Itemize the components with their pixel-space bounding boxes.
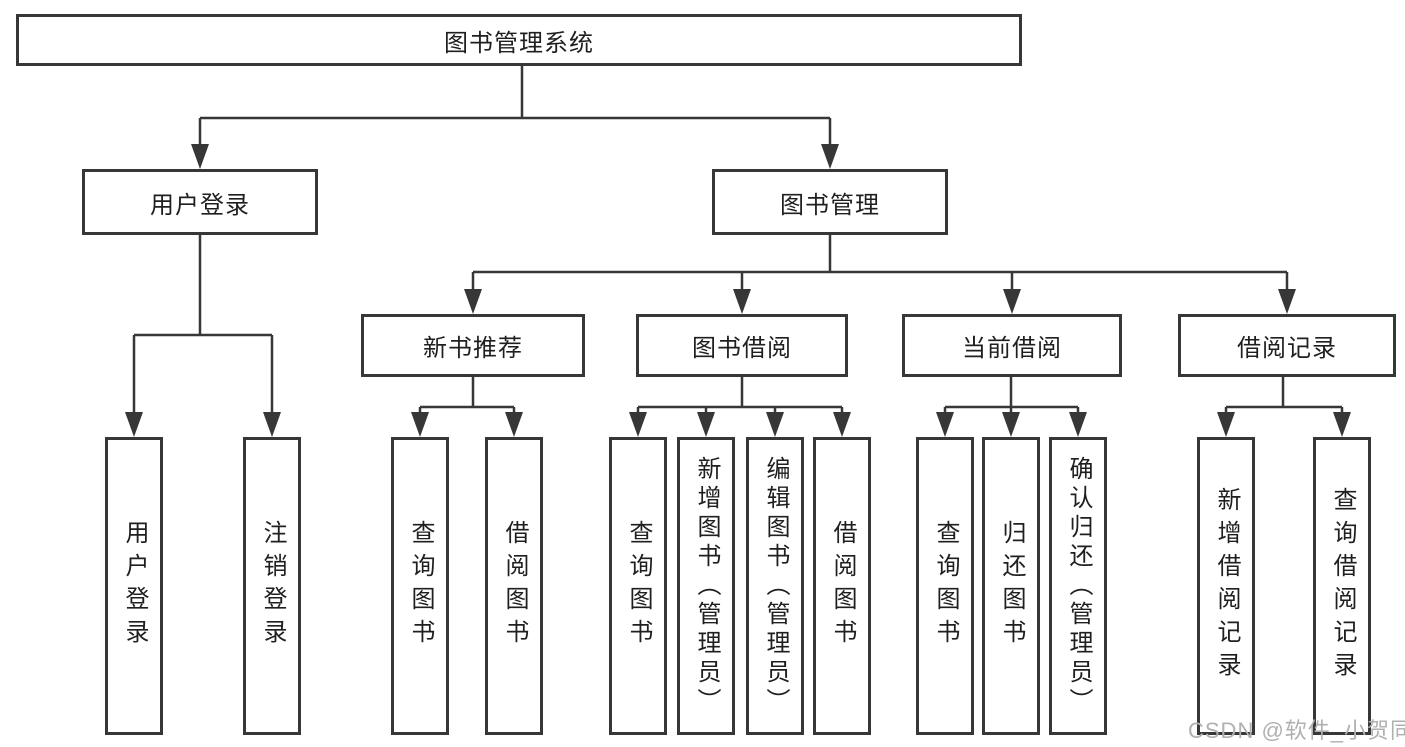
leaf-borrow-books-2: 借阅图书 (813, 437, 871, 735)
watermark: CSDN @软件_小贺同学 (1188, 718, 1405, 743)
arrow-down-icon (821, 144, 839, 169)
leaf-edit-book-admin-label: 编辑图书（管理员） (762, 455, 789, 717)
leaf-query-books-2: 查询图书 (609, 437, 667, 735)
leaf-confirm-return-admin: 确认归还（管理员） (1049, 437, 1107, 735)
leaf-add-book-admin-label: 新增图书（管理员） (693, 455, 720, 717)
arrow-down-icon (1003, 289, 1021, 314)
arrow-down-icon (191, 144, 209, 169)
arrow-down-icon (263, 412, 281, 437)
node-root-label: 图书管理系统 (444, 29, 594, 57)
leaf-query-books-1: 查询图书 (391, 437, 449, 735)
leaf-edit-book-admin: 编辑图书（管理员） (746, 437, 804, 735)
arrow-down-icon (766, 412, 784, 437)
node-book-borrow-label: 图书借阅 (692, 335, 792, 362)
node-root: 图书管理系统 (16, 14, 1022, 66)
leaf-logout: 注销登录 (243, 437, 301, 735)
arrow-down-icon (733, 289, 751, 314)
leaf-confirm-return-admin-label: 确认归还（管理员） (1065, 455, 1092, 717)
node-book-management-label: 图书管理 (780, 191, 880, 219)
arrow-down-icon (1002, 412, 1020, 437)
leaf-user-login: 用户登录 (105, 437, 163, 735)
leaf-add-borrow-record: 新增借阅记录 (1197, 437, 1255, 735)
leaf-add-borrow-record-label: 新增借阅记录 (1213, 487, 1240, 685)
arrow-down-icon (1278, 289, 1296, 314)
arrow-down-icon (697, 412, 715, 437)
node-user-login: 用户登录 (82, 169, 318, 235)
arrow-down-icon (464, 289, 482, 314)
node-book-management: 图书管理 (712, 169, 948, 235)
leaf-query-books-1-label: 查询图书 (407, 520, 434, 652)
leaf-logout-label: 注销登录 (259, 520, 286, 652)
node-current-borrow: 当前借阅 (902, 314, 1122, 377)
leaf-query-books-3-label: 查询图书 (932, 520, 959, 652)
leaf-user-login-label: 用户登录 (121, 520, 148, 652)
node-current-borrow-label: 当前借阅 (962, 335, 1062, 362)
leaf-add-book-admin: 新增图书（管理员） (677, 437, 735, 735)
leaf-borrow-books-2-label: 借阅图书 (829, 520, 856, 652)
leaf-return-books: 归还图书 (982, 437, 1040, 735)
arrow-down-icon (936, 412, 954, 437)
node-borrow-records: 借阅记录 (1178, 314, 1396, 377)
node-new-book-recommend: 新书推荐 (361, 314, 585, 377)
arrow-down-icon (411, 412, 429, 437)
arrow-down-icon (505, 412, 523, 437)
node-new-book-recommend-label: 新书推荐 (423, 335, 523, 362)
arrow-down-icon (1333, 412, 1351, 437)
leaf-borrow-books-1-label: 借阅图书 (501, 520, 528, 652)
arrow-down-icon (629, 412, 647, 437)
node-book-borrow: 图书借阅 (636, 314, 848, 377)
leaf-query-books-2-label: 查询图书 (625, 520, 652, 652)
node-borrow-records-label: 借阅记录 (1237, 335, 1337, 362)
leaf-query-borrow-record: 查询借阅记录 (1313, 437, 1371, 735)
leaf-borrow-books-1: 借阅图书 (485, 437, 543, 735)
leaf-query-books-3: 查询图书 (916, 437, 974, 735)
arrow-down-icon (125, 412, 143, 437)
arrow-down-icon (1217, 412, 1235, 437)
node-user-login-label: 用户登录 (150, 191, 250, 219)
arrow-down-icon (833, 412, 851, 437)
arrow-down-icon (1069, 412, 1087, 437)
leaf-query-borrow-record-label: 查询借阅记录 (1329, 487, 1356, 685)
leaf-return-books-label: 归还图书 (998, 520, 1025, 652)
